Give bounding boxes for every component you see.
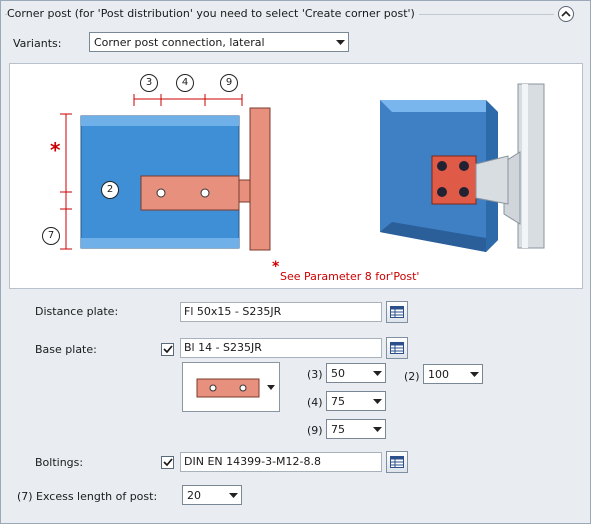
base-plate-label: Base plate: <box>35 343 97 356</box>
dimension-label-3: 3 <box>140 74 158 92</box>
chevron-down-icon <box>332 33 348 51</box>
collapse-button[interactable] <box>558 6 574 22</box>
chevron-down-icon <box>267 385 275 390</box>
boltings-checkbox[interactable] <box>161 456 174 469</box>
connection-drawing <box>60 83 545 252</box>
bolt-hole <box>156 188 166 198</box>
plate-preview-icon <box>196 378 275 398</box>
note-text: See Parameter 8 for'Post' <box>280 270 420 283</box>
param-9-select[interactable]: 75 <box>326 419 386 439</box>
plate-type-picker[interactable] <box>182 362 280 412</box>
check-icon <box>162 458 173 467</box>
param-4-label: (4) <box>307 396 323 409</box>
param-2-label: (2) <box>404 370 420 383</box>
base-plate-shape <box>140 175 240 211</box>
base-plate-library-button[interactable] <box>386 337 408 359</box>
boltings-label: Boltings: <box>35 456 84 469</box>
chevron-down-icon <box>369 420 385 438</box>
param-3-label: (3) <box>307 368 323 381</box>
table-icon <box>390 342 404 354</box>
excess-label: Excess length of post: <box>36 490 158 503</box>
param-2-value: 100 <box>428 367 449 381</box>
beam-bottom-flange <box>81 238 239 248</box>
chevron-down-icon <box>225 486 241 504</box>
bolt-hole <box>200 188 210 198</box>
variants-value: Corner post connection, lateral <box>94 35 265 49</box>
base-plate-field[interactable]: Bl 14 - S235JR <box>180 338 382 358</box>
chevron-down-icon <box>369 392 385 410</box>
excess-prefix: (7) <box>17 490 33 503</box>
dimension-label-2: 2 <box>101 181 119 199</box>
boltings-field[interactable]: DIN EN 14399-3-M12-8.8 <box>180 452 382 472</box>
distance-plate-library-button[interactable] <box>386 301 408 323</box>
distance-plate-label: Distance plate: <box>35 305 119 318</box>
post-plate-shape <box>249 107 271 251</box>
dimension-label-7: 7 <box>42 227 60 245</box>
param-4-value: 75 <box>331 394 345 408</box>
top-dimension-line <box>133 94 243 106</box>
table-icon <box>390 456 404 468</box>
chevron-down-icon <box>369 364 385 382</box>
dimension-label-9: 9 <box>220 74 238 92</box>
section-header: Corner post (for 'Post distribution' you… <box>1 1 590 27</box>
connection-illustration: 3 4 9 2 7 * * See Parameter 8 for'Post' <box>9 63 583 289</box>
param-4-select[interactable]: 75 <box>326 391 386 411</box>
excess-value: 20 <box>187 488 201 502</box>
chevron-up-icon <box>561 10 571 17</box>
boltings-library-button[interactable] <box>386 451 408 473</box>
param-3-value: 50 <box>331 366 345 380</box>
param-3-select[interactable]: 50 <box>326 363 386 383</box>
section-title: Corner post (for 'Post distribution' you… <box>7 7 419 20</box>
dimension-label-4: 4 <box>176 74 194 92</box>
base-plate-checkbox[interactable] <box>161 343 174 356</box>
distance-plate-field[interactable]: Fl 50x15 - S235JR <box>180 302 382 322</box>
param-9-value: 75 <box>331 422 345 436</box>
param-2-select[interactable]: 100 <box>423 364 483 384</box>
isometric-illustration <box>380 83 545 252</box>
chevron-down-icon <box>466 365 482 383</box>
variants-label: Variants: <box>13 37 62 50</box>
distance-plate-shape <box>238 179 251 203</box>
table-icon <box>390 306 404 318</box>
note-star: * <box>272 259 280 275</box>
check-icon <box>162 345 173 354</box>
star-marker: * <box>50 138 61 162</box>
beam-top-flange <box>81 116 239 126</box>
variants-select[interactable]: Corner post connection, lateral <box>89 32 349 52</box>
excess-select[interactable]: 20 <box>182 485 242 505</box>
param-9-label: (9) <box>307 424 323 437</box>
header-line-right <box>381 14 554 15</box>
